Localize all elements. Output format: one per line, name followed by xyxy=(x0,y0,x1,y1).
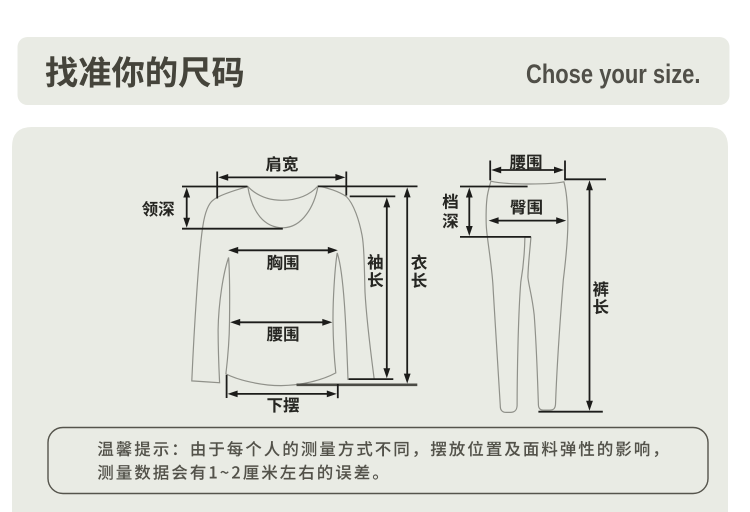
svg-text:Chose your size.: Chose your size. xyxy=(526,59,701,89)
